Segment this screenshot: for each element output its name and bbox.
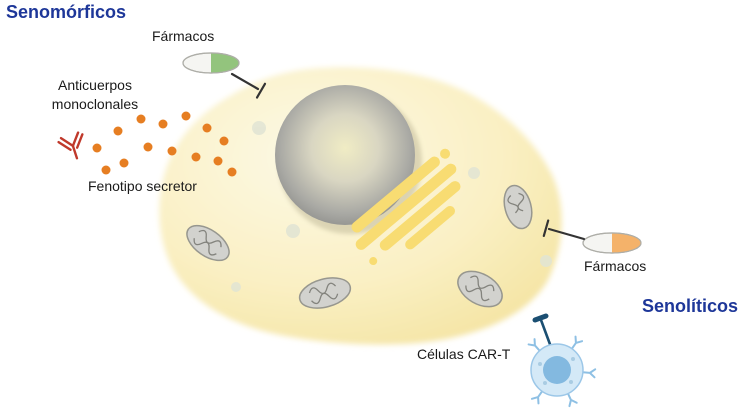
label-farmacos-top: Fármacos — [152, 28, 215, 44]
label-anticuerpos-line2: monoclonales — [51, 96, 139, 112]
mitochondrion — [186, 224, 230, 262]
label-farmacos-right: Fármacos — [584, 258, 647, 274]
title-senomorficos: Senomórficos — [6, 2, 127, 22]
mitochondrion — [503, 184, 533, 230]
capsule-pill-top-icon — [182, 52, 240, 74]
mitochondrion — [298, 277, 352, 309]
inhibition-bar-top — [230, 72, 267, 99]
title-senoliticos: Senolíticos — [642, 296, 739, 316]
cell-vesicles — [231, 121, 552, 292]
label-celulas-cart: Células CAR-T — [417, 346, 511, 362]
car-receptor-connector — [532, 313, 553, 349]
label-anticuerpos-line1: Anticuerpos — [58, 77, 132, 93]
inhibition-bar-right — [542, 219, 586, 241]
label-fenotipo-secretor: Fenotipo secretor — [88, 178, 197, 194]
golgi-apparatus — [351, 148, 461, 266]
car-t-cell-icon — [527, 335, 597, 408]
secretory-dots — [92, 111, 237, 177]
label-anticuerpos-monoclonales: Anticuerpos monoclonales — [25, 76, 165, 114]
antibody-icon — [57, 131, 84, 160]
nucleus — [275, 85, 415, 225]
capsule-pill-right-icon — [582, 232, 642, 254]
mitochondrion — [457, 270, 503, 308]
